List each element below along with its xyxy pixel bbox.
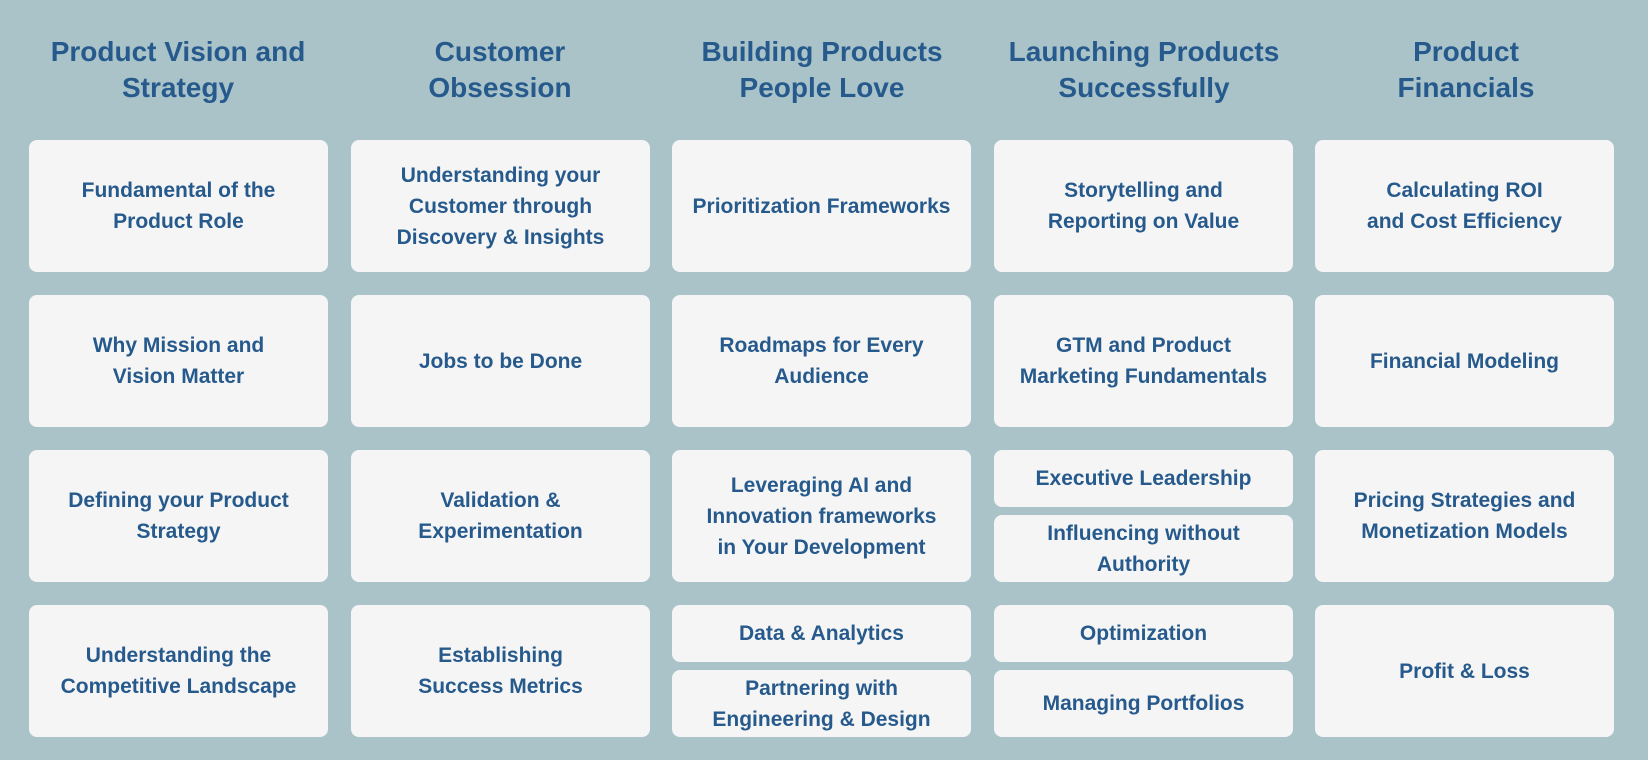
card-fundamental-product-role: Fundamental of the Product Role — [29, 140, 328, 272]
column-header-launching-products: Launching Products Successfully — [1008, 36, 1280, 103]
card-engineering-design: Partnering with Engineering & Design — [672, 670, 971, 737]
card-success-metrics: Establishing Success Metrics — [351, 605, 650, 737]
card-pricing-monetization: Pricing Strategies and Monetization Mode… — [1315, 450, 1614, 582]
column-header-product-vision: Product Vision and Strategy — [50, 36, 306, 103]
card-product-strategy: Defining your Product Strategy — [29, 450, 328, 582]
card-managing-portfolios: Managing Portfolios — [994, 670, 1293, 737]
card-roadmaps: Roadmaps for Every Audience — [672, 295, 971, 427]
card-ai-innovation: Leveraging AI and Innovation frameworks … — [672, 450, 971, 582]
card-financial-modeling: Financial Modeling — [1315, 295, 1614, 427]
card-data-analytics: Data & Analytics — [672, 605, 971, 662]
card-storytelling-value: Storytelling and Reporting on Value — [994, 140, 1293, 272]
card-validation-experimentation: Validation & Experimentation — [351, 450, 650, 582]
column-header-product-financials: Product Financials — [1397, 36, 1535, 103]
card-executive-leadership: Executive Leadership — [994, 450, 1293, 507]
card-competitive-landscape: Understanding the Competitive Landscape — [29, 605, 328, 737]
card-prioritization-frameworks: Prioritization Frameworks — [672, 140, 971, 272]
card-mission-vision: Why Mission and Vision Matter — [29, 295, 328, 427]
column-header-customer-obsession: Customer Obsession — [428, 36, 572, 103]
card-jobs-to-be-done: Jobs to be Done — [351, 295, 650, 427]
card-roi-cost-efficiency: Calculating ROI and Cost Efficiency — [1315, 140, 1614, 272]
card-gtm-marketing: GTM and Product Marketing Fundamentals — [994, 295, 1293, 427]
card-optimization: Optimization — [994, 605, 1293, 662]
card-profit-loss: Profit & Loss — [1315, 605, 1614, 737]
card-influencing-authority: Influencing without Authority — [994, 515, 1293, 582]
column-header-building-products: Building Products People Love — [701, 36, 943, 103]
card-customer-discovery: Understanding your Customer through Disc… — [351, 140, 650, 272]
